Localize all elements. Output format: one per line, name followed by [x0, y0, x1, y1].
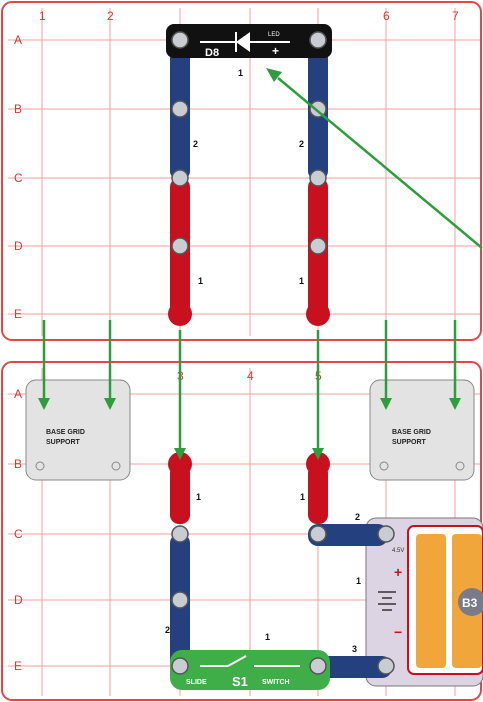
battery-plus: + [394, 564, 402, 580]
bottom-board: 3 4 5 A B C D E BASE GRID SUPPORT BASE G… [1, 361, 483, 701]
col-label-7: 7 [452, 9, 459, 23]
col-label-1: 1 [39, 9, 46, 23]
top-right-wire-label: 2 [299, 139, 304, 149]
top-board-frame [1, 1, 482, 341]
support-left-line1: BASE GRID [46, 429, 85, 436]
b-right-red-terminal [306, 452, 330, 476]
b-bottom-right-label: 3 [352, 644, 357, 654]
b-top-right-blue-wire [308, 524, 388, 546]
base-grid-support-right: BASE GRID SUPPORT [369, 379, 475, 481]
battery-symbol [378, 591, 396, 611]
led-module: D8 LED + [166, 24, 332, 59]
b-row-label-D: D [14, 593, 23, 607]
b-left-red-terminal [168, 452, 192, 476]
switch-left-text: SLIDE [186, 679, 207, 686]
b-right-red-wire [308, 464, 328, 524]
b-bottom-right-blue-wire [318, 656, 392, 678]
assembly-arrows [38, 68, 483, 460]
b-corner-wire-label: 2 [355, 512, 360, 522]
top-left-red-label: 1 [198, 276, 203, 286]
battery-b3: B3 + − 4.5V [365, 517, 483, 687]
col-label-6: 6 [383, 9, 390, 23]
b-row-label-C: C [14, 527, 23, 541]
b-left-red-wire [170, 464, 190, 524]
led-number: 1 [238, 68, 243, 78]
support-left-line2: SUPPORT [46, 439, 81, 446]
right-red-terminal [306, 302, 330, 326]
battery-name: B3 [462, 596, 478, 610]
led-code: D8 [205, 47, 219, 59]
b-col-label-4: 4 [247, 369, 254, 383]
row-label-C: C [14, 171, 23, 185]
b-right-red-label: 1 [300, 492, 305, 502]
top-right-red-label: 1 [299, 276, 304, 286]
top-snaps [171, 31, 327, 255]
led-plus: + [272, 44, 279, 58]
b-switch-number: 1 [265, 632, 270, 642]
slide-switch-s1: SLIDE S1 SWITCH [170, 650, 330, 690]
top-board: 1 2 6 7 A B C D E D8 LED + 1 [1, 1, 482, 341]
top-left-wire-label: 2 [193, 139, 198, 149]
switch-name: S1 [232, 674, 248, 689]
battery-volts: 4.5V [392, 548, 404, 554]
col-label-2: 2 [107, 9, 114, 23]
support-right-line2: SUPPORT [392, 439, 427, 446]
b-left-wire-label: 2 [165, 625, 170, 635]
switch-right-text: SWITCH [262, 679, 290, 686]
bottom-snaps [171, 525, 395, 675]
battery-minus: − [394, 624, 402, 640]
row-label-E: E [14, 307, 22, 321]
b-left-red-label: 1 [196, 492, 201, 502]
support-right-line1: BASE GRID [392, 429, 431, 436]
base-grid-support-left: BASE GRID SUPPORT [25, 379, 131, 481]
row-label-B: B [14, 102, 22, 116]
left-red-terminal [168, 302, 192, 326]
row-label-A: A [14, 33, 22, 47]
b-battery-side-label: 1 [356, 576, 361, 586]
b-row-label-B: B [14, 457, 22, 471]
row-label-D: D [14, 239, 23, 253]
led-label: LED [268, 32, 280, 38]
b-row-label-E: E [14, 659, 22, 673]
b-row-label-A: A [14, 387, 22, 401]
